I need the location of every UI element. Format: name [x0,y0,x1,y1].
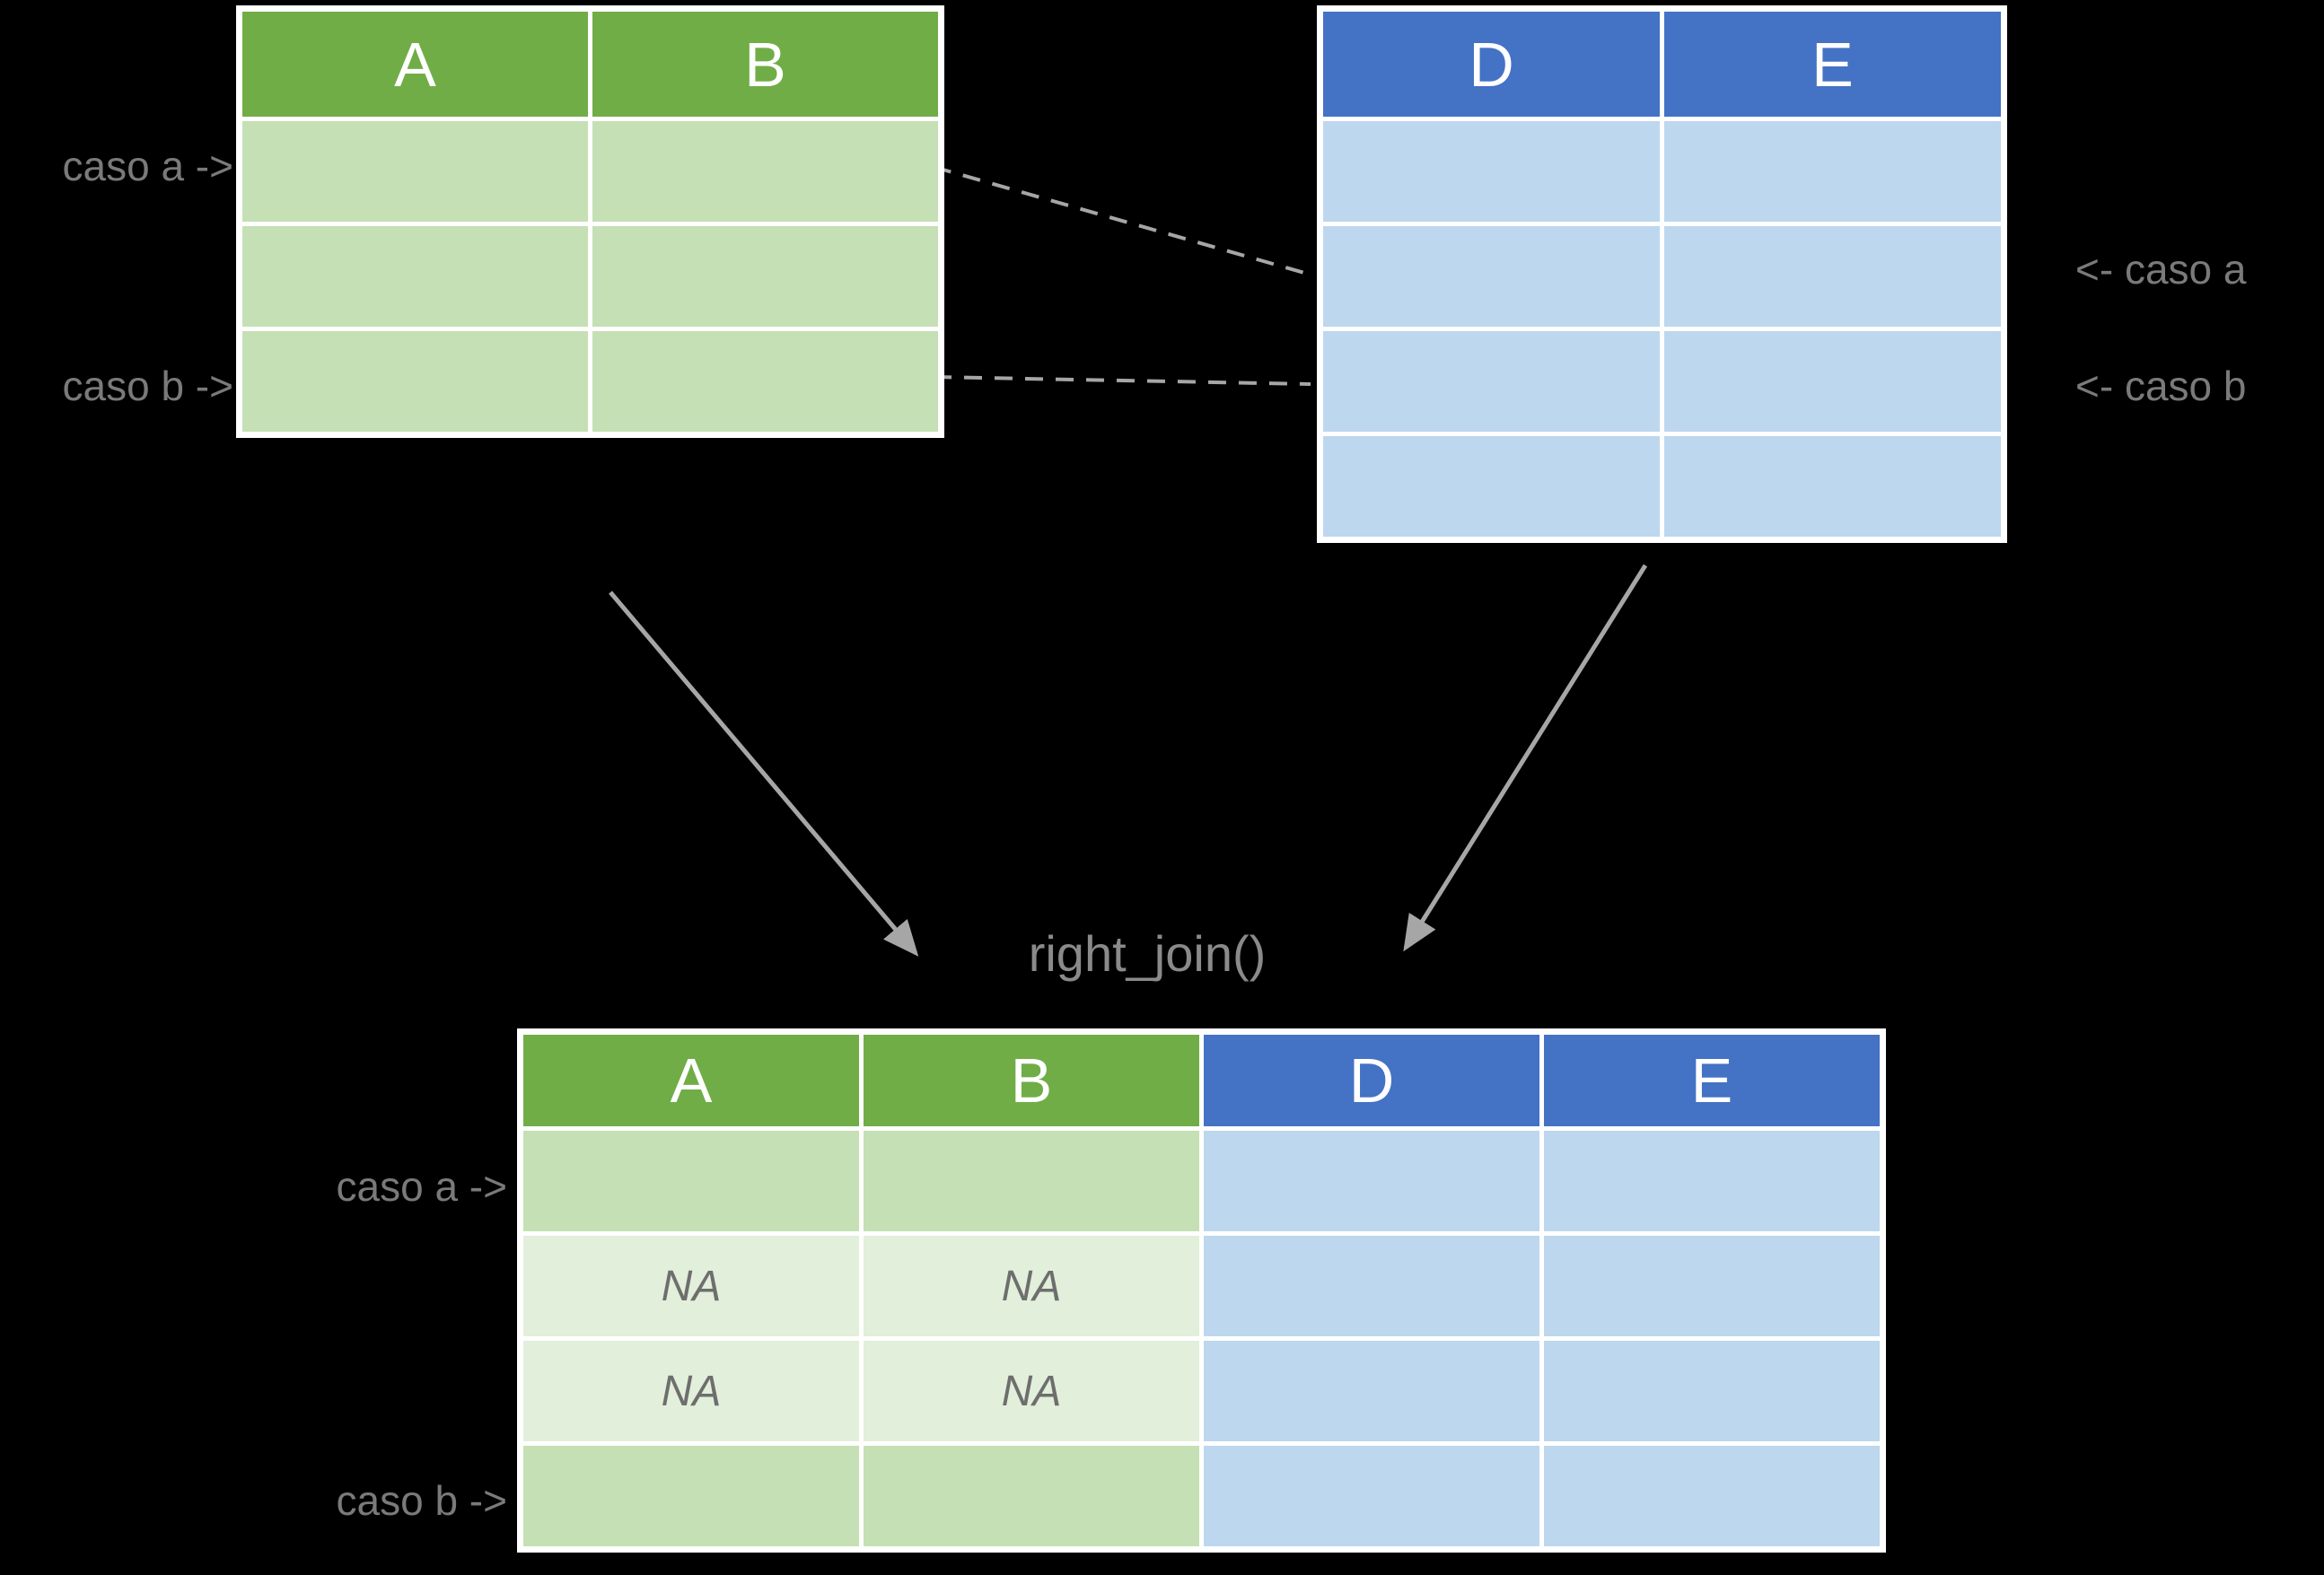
result-row1-cell-d [1204,1131,1539,1231]
result-row2-cell-e [1544,1236,1880,1336]
result-row3-cell-b: NA [864,1341,1199,1441]
result-row4-cell-d [1204,1446,1539,1546]
table-x-row1-cell-a [242,121,588,222]
table-x-header-a: A [242,12,588,117]
table-x-row3-cell-b [592,331,938,432]
result-row2-cell-d [1204,1236,1539,1336]
table-y-caso-a-label: <- caso a [2075,246,2247,293]
result-row3-cell-d [1204,1341,1539,1441]
result-header-a: A [523,1035,859,1126]
table-y-row1-cell-e [1664,121,2001,222]
table-x-to-join-arrow [609,591,919,957]
result-header-e: E [1544,1035,1880,1126]
table-x: A B [236,5,944,438]
result-row4-cell-e [1544,1446,1880,1546]
table-y-header-d: D [1323,12,1660,117]
result-row1-cell-b [864,1131,1199,1231]
table-y: D E [1317,5,2007,543]
table-y-row3-cell-e [1664,331,2001,432]
join-function-label: right_join() [1028,925,1267,982]
result-row1-cell-a [523,1131,859,1231]
result-table: A B D E NA NA NA NA [517,1028,1886,1553]
table-y-row2-cell-d [1323,226,1660,327]
table-x-header-b: B [592,12,938,117]
table-y-to-join-arrow [1403,564,1648,952]
result-row3-cell-a: NA [523,1341,859,1441]
result-header-d: D [1204,1035,1539,1126]
table-y-row3-cell-d [1323,331,1660,432]
result-row3-cell-e [1544,1341,1880,1441]
table-x-row1-cell-b [592,121,938,222]
result-caso-b-label: caso b -> [336,1477,508,1524]
table-x-row2-cell-a [242,226,588,327]
table-y-row4-cell-d [1323,436,1660,537]
table-x-caso-a-label: caso a -> [62,143,234,189]
result-row4-cell-a [523,1446,859,1546]
table-y-row4-cell-e [1664,436,2001,537]
match-caso-b-dashed-line [933,375,1311,386]
table-y-row1-cell-d [1323,121,1660,222]
result-row2-cell-a: NA [523,1236,859,1336]
result-row4-cell-b [864,1446,1199,1546]
table-x-caso-b-label: caso b -> [62,363,234,409]
table-x-row3-cell-a [242,331,588,432]
match-caso-a-dashed-line [933,165,1311,276]
table-y-header-e: E [1664,12,2001,117]
table-y-caso-b-label: <- caso b [2075,363,2247,409]
result-caso-a-label: caso a -> [336,1163,508,1210]
result-row2-cell-b: NA [864,1236,1199,1336]
result-row1-cell-e [1544,1131,1880,1231]
table-y-row2-cell-e [1664,226,2001,327]
table-x-row2-cell-b [592,226,938,327]
result-header-b: B [864,1035,1199,1126]
